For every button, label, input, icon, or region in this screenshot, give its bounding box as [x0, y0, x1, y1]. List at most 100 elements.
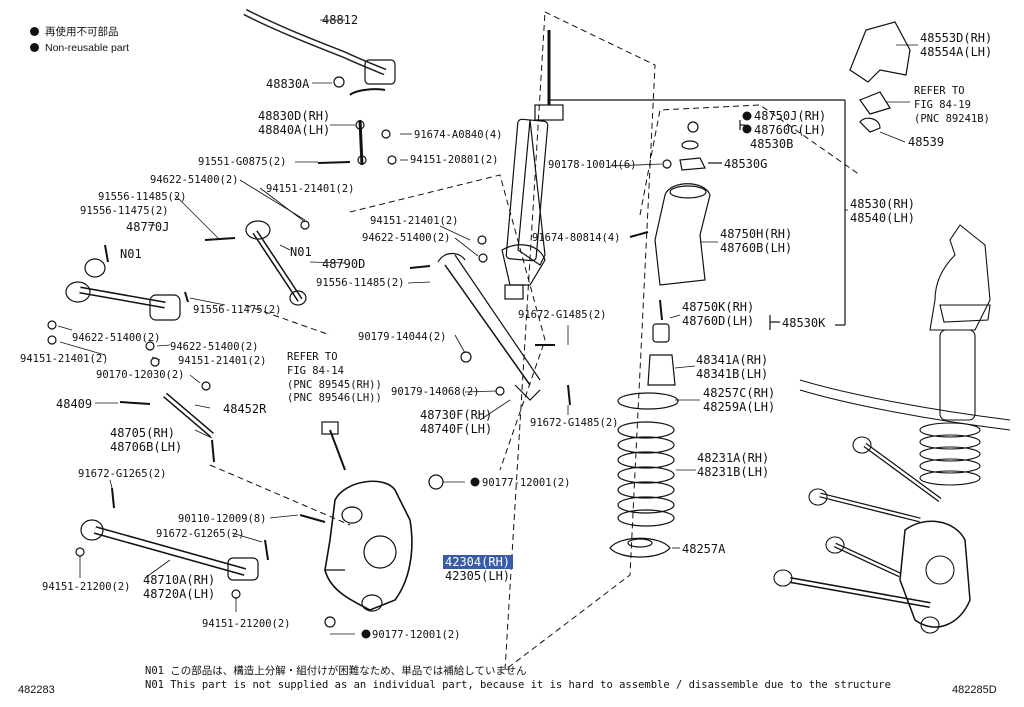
- label-94622-51400-d[interactable]: 94622-51400(2): [362, 232, 451, 244]
- upper-arm-48730F: [444, 264, 531, 386]
- refer-fig-84-19-line2[interactable]: FIG 84-19: [914, 99, 971, 111]
- label-48750H[interactable]: 48750H(RH): [720, 227, 792, 241]
- label-48530B[interactable]: 48530B: [750, 137, 793, 151]
- bushing-n01: [84, 258, 106, 278]
- label-48540[interactable]: 48540(LH): [850, 211, 915, 225]
- mount-washer-48530G: [679, 157, 706, 171]
- label-90179-14068[interactable]: 90179-14068(2): [391, 386, 480, 398]
- label-90178-10014[interactable]: 90178-10014(6): [548, 159, 637, 171]
- label-91674-A0840[interactable]: 91674-A0840(4): [414, 129, 503, 141]
- refer-fig-84-14-line2[interactable]: FIG 84-14: [287, 365, 344, 377]
- label-91672-G1485-b[interactable]: 91672-G1485(2): [530, 417, 619, 429]
- dust-boot-48341A: [647, 354, 676, 386]
- legend-item-en: Non-reusable part: [30, 40, 129, 56]
- label-94622-51400-c[interactable]: 94622-51400(2): [170, 341, 259, 353]
- label-91551-G0875[interactable]: 91551-G0875(2): [198, 156, 287, 168]
- label-94622-51400-a[interactable]: 94622-51400(2): [150, 174, 239, 186]
- top-cap-48553D: [849, 21, 911, 83]
- label-48530K[interactable]: 48530K: [782, 316, 826, 330]
- label-48840A[interactable]: 48840A(LH): [258, 123, 330, 137]
- label-91556-11475-b[interactable]: 91556-11475(2): [193, 304, 282, 316]
- label-90179-14044[interactable]: 90179-14044(2): [358, 331, 447, 343]
- label-94151-21401-c[interactable]: 94151-21401(2): [178, 355, 267, 367]
- label-94151-21401-b[interactable]: 94151-21401(2): [20, 353, 109, 365]
- label-48409[interactable]: 48409: [56, 397, 92, 411]
- label-48341A[interactable]: 48341A(RH): [696, 353, 768, 367]
- stabilizer-nut: [333, 76, 345, 88]
- label-48740F[interactable]: 48740F(LH): [420, 422, 492, 436]
- label-48539[interactable]: 48539: [908, 135, 944, 149]
- label-94622-51400-b[interactable]: 94622-51400(2): [72, 332, 161, 344]
- label-90177-12001-a[interactable]: 90177-12001(2): [482, 477, 571, 489]
- label-90177-12001-b[interactable]: 90177-12001(2): [372, 629, 461, 641]
- bound-stopper-48750K: [652, 323, 670, 343]
- label-48720A[interactable]: 48720A(LH): [143, 587, 215, 601]
- label-48341B[interactable]: 48341B(LH): [696, 367, 768, 381]
- label-48706B[interactable]: 48706B(LH): [110, 440, 182, 454]
- label-n01-a[interactable]: N01: [120, 247, 142, 261]
- label-91672-G1265-a[interactable]: 91672-G1265(2): [78, 468, 167, 480]
- label-n01-b[interactable]: N01: [290, 245, 312, 259]
- label-91672-G1485-a[interactable]: 91672-G1485(2): [518, 309, 607, 321]
- label-48452R[interactable]: 48452R: [223, 402, 267, 416]
- strut-group-outline: [504, 11, 656, 672]
- label-48760D[interactable]: 48760D(LH): [682, 314, 754, 328]
- legend-label-jp: 再使用不可部品: [45, 26, 119, 38]
- stabilizer-link: [358, 119, 364, 166]
- note-n01-jp: N01 この部品は、構造上分解・組付けが困難なため、単品では補給していません: [145, 665, 527, 677]
- note-n01-en: N01 This part is not supplied as an indi…: [145, 679, 891, 691]
- label-48231A[interactable]: 48231A(RH): [697, 451, 769, 465]
- label-48790D[interactable]: 48790D: [322, 257, 365, 271]
- stabilizer-bushing: [364, 59, 396, 85]
- label-91556-11485-a[interactable]: 91556-11485(2): [98, 191, 187, 203]
- spring-insulator-48257A: [609, 537, 671, 558]
- label-48770J[interactable]: 48770J: [126, 220, 169, 234]
- label-94151-21401-a[interactable]: 94151-21401(2): [266, 183, 355, 195]
- label-48257C[interactable]: 48257C(RH): [703, 386, 775, 400]
- label-94151-21200-b[interactable]: 94151-21200(2): [202, 618, 291, 630]
- label-48710A[interactable]: 48710A(RH): [143, 573, 215, 587]
- label-90110-12009[interactable]: 90110-12009(8): [178, 513, 267, 525]
- label-42304[interactable]: 42304(RH): [445, 555, 510, 569]
- label-48530G[interactable]: 48530G: [724, 157, 767, 171]
- legend-item-jp: 再使用不可部品: [30, 24, 129, 40]
- label-94151-20801[interactable]: 94151-20801(2): [410, 154, 499, 166]
- label-48730F[interactable]: 48730F(RH): [420, 408, 492, 422]
- label-91556-11475-a[interactable]: 91556-11475(2): [80, 205, 169, 217]
- label-48760B[interactable]: 48760B(LH): [720, 241, 792, 255]
- label-90170-12030[interactable]: 90170-12030(2): [96, 369, 185, 381]
- label-48830D[interactable]: 48830D(RH): [258, 109, 330, 123]
- label-48760C[interactable]: 48760C(LH): [754, 123, 826, 137]
- knuckle-42304: [324, 480, 413, 611]
- label-48750J[interactable]: 48750J(RH): [754, 109, 826, 123]
- label-91556-11485-b[interactable]: 91556-11485(2): [316, 277, 405, 289]
- upper-support-48750H: [654, 183, 711, 286]
- bullet-icon: [30, 43, 39, 52]
- label-48554A[interactable]: 48554A(LH): [920, 45, 992, 59]
- legend: 再使用不可部品 Non-reusable part: [30, 24, 129, 56]
- refer-fig-84-19-line3: (PNC 89241B): [914, 113, 990, 125]
- label-42305[interactable]: 42305(LH): [445, 569, 510, 583]
- refer-fig-84-14-line4: (PNC 89546(LH)): [287, 392, 382, 404]
- figure-code-right: 482285D: [952, 684, 997, 696]
- refer-fig-84-19-line1: REFER TO: [914, 85, 965, 97]
- label-48812[interactable]: 48812: [322, 13, 358, 27]
- label-91672-G1265-b[interactable]: 91672-G1265(2): [156, 528, 245, 540]
- label-48257A[interactable]: 48257A: [682, 542, 726, 556]
- label-48750K[interactable]: 48750K(RH): [682, 300, 754, 314]
- bracket-89241B: [859, 91, 891, 115]
- spring-seat-48257C: [617, 392, 679, 410]
- label-48705[interactable]: 48705(RH): [110, 426, 175, 440]
- stabilizer-bracket: [349, 88, 386, 96]
- label-94151-21200-a[interactable]: 94151-21200(2): [42, 581, 131, 593]
- label-48231B[interactable]: 48231B(LH): [697, 465, 769, 479]
- label-48530[interactable]: 48530(RH): [850, 197, 915, 211]
- label-91674-80814[interactable]: 91674-80814(4): [532, 232, 621, 244]
- label-48553D[interactable]: 48553D(RH): [920, 31, 992, 45]
- bullet-icon: [30, 27, 39, 36]
- label-94151-21401-d[interactable]: 94151-21401(2): [370, 215, 459, 227]
- label-48830A[interactable]: 48830A: [266, 77, 310, 91]
- upper-support-outline: [639, 104, 861, 216]
- label-48259A[interactable]: 48259A(LH): [703, 400, 775, 414]
